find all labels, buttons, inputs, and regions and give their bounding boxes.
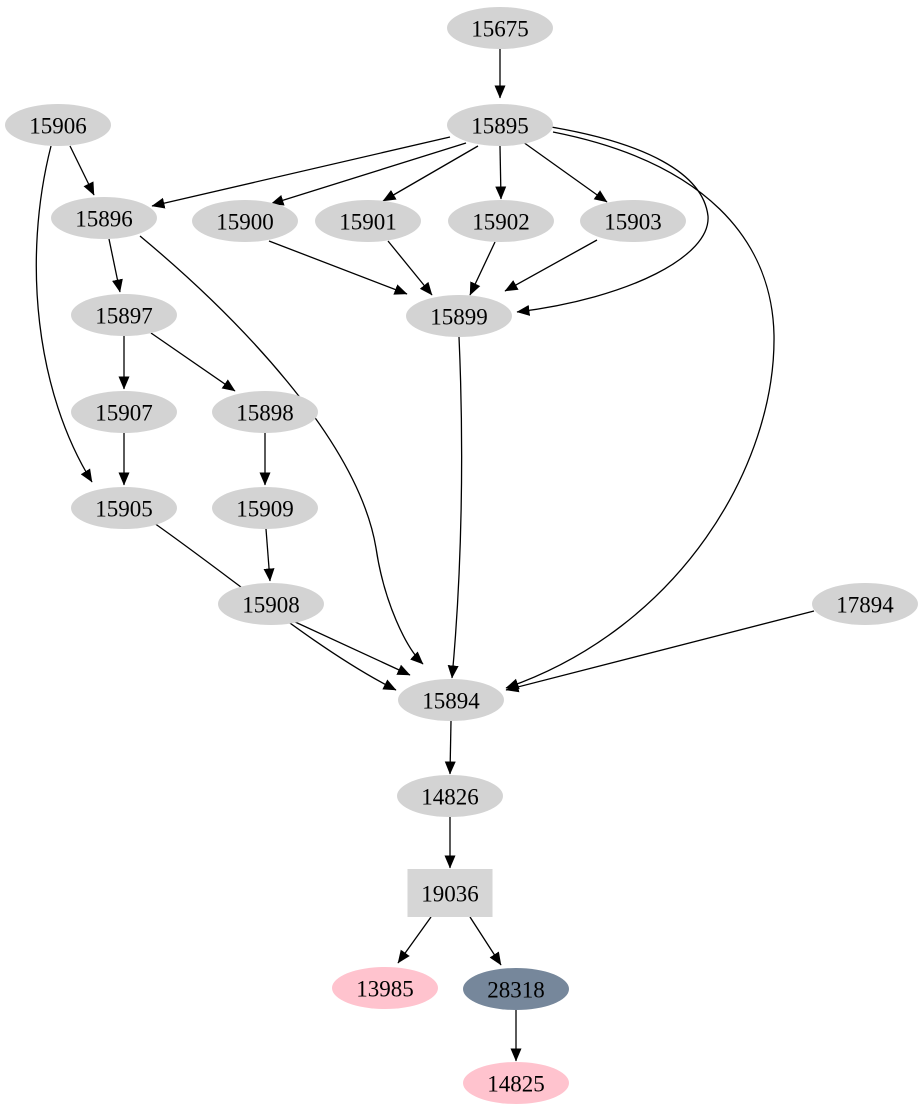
node-label: 15675: [471, 17, 529, 42]
node-15909: 15909: [212, 487, 318, 529]
edge-15896-15897: [108, 238, 123, 293]
node-label: 28318: [487, 978, 545, 1003]
edge-15902-15899: [469, 241, 496, 296]
node-ellipse-shape: [447, 7, 553, 49]
node-15899: 15899: [406, 295, 512, 337]
node-15900: 15900: [192, 200, 298, 242]
edge-15895-15903: [522, 141, 608, 203]
node-ellipse-shape: [71, 391, 177, 433]
node-label: 14825: [487, 1072, 545, 1097]
edge-15894-14826: [444, 720, 456, 775]
node-label: 15903: [604, 210, 662, 235]
edge-15896-15894: [139, 235, 424, 665]
node-label: 15908: [242, 593, 300, 618]
node-15898: 15898: [212, 391, 318, 433]
node-label: 15901: [339, 210, 397, 235]
edge-15901-15899: [387, 240, 433, 296]
node-15901: 15901: [315, 200, 421, 242]
edge-15900-15899: [268, 240, 408, 295]
edge-15903-15899: [504, 239, 598, 292]
node-ellipse-shape: [51, 197, 157, 239]
edge-15909-15908: [263, 528, 275, 582]
edge-15895-15896: [151, 136, 451, 209]
node-ellipse-shape: [397, 775, 503, 817]
node-15894: 15894: [398, 679, 504, 721]
node-17894: 17894: [812, 583, 918, 625]
node-ellipse-shape: [192, 200, 298, 242]
node-ellipse-shape: [463, 1062, 569, 1104]
node-28318: 28318: [463, 968, 569, 1010]
node-label: 14826: [421, 785, 479, 810]
node-ellipse-shape: [71, 487, 177, 529]
node-ellipse-shape: [218, 583, 324, 625]
node-ellipse-shape: [580, 200, 686, 242]
node-15908: 15908: [218, 583, 324, 625]
node-label: 13985: [356, 977, 414, 1002]
node-label: 15895: [471, 114, 529, 139]
node-15896: 15896: [51, 197, 157, 239]
edge-17894-15894: [505, 610, 815, 693]
edge-15895-15899: [516, 126, 709, 316]
node-ellipse-shape: [5, 104, 111, 146]
node-ellipse-shape: [212, 487, 318, 529]
edge-19036-28318: [469, 916, 502, 966]
node-label: 19036: [421, 882, 479, 907]
node-label: 15900: [216, 210, 274, 235]
node-label: 15898: [236, 401, 294, 426]
node-15895: 15895: [447, 104, 553, 146]
edge-15906-15905: [35, 145, 93, 483]
node-ellipse-shape: [448, 200, 554, 242]
node-ellipse-shape: [398, 679, 504, 721]
node-15902: 15902: [448, 200, 554, 242]
node-15906: 15906: [5, 104, 111, 146]
node-label: 15894: [422, 689, 480, 714]
node-15903: 15903: [580, 200, 686, 242]
node-label: 15896: [75, 207, 133, 232]
edge-15895-15894: [505, 131, 775, 690]
edge-15906-15896: [69, 145, 95, 196]
edge-15895-15902: [495, 145, 507, 200]
node-15905: 15905: [71, 487, 177, 529]
edge-15899-15894: [447, 336, 463, 679]
node-19036: 19036: [407, 869, 493, 917]
node-15675: 15675: [447, 7, 553, 49]
node-ellipse-shape: [315, 200, 421, 242]
node-13985: 13985: [332, 967, 438, 1009]
node-box-shape: [407, 869, 493, 917]
node-ellipse-shape: [812, 583, 918, 625]
node-14826: 14826: [397, 775, 503, 817]
node-ellipse-shape: [463, 968, 569, 1010]
node-ellipse-shape: [71, 294, 177, 336]
node-15907: 15907: [71, 391, 177, 433]
edge-15897-15898: [150, 332, 236, 392]
node-label: 15902: [472, 210, 530, 235]
node-ellipse-shape: [406, 295, 512, 337]
node-14825: 14825: [463, 1062, 569, 1104]
node-label: 15905: [95, 497, 153, 522]
node-label: 15899: [430, 305, 488, 330]
node-label: 15907: [95, 401, 153, 426]
edge-19036-13985: [397, 916, 432, 964]
node-ellipse-shape: [447, 104, 553, 146]
edge-15895-15900: [270, 142, 467, 206]
node-label: 17894: [836, 593, 894, 618]
node-ellipse-shape: [212, 391, 318, 433]
node-label: 15906: [29, 114, 87, 139]
node-label: 15909: [236, 497, 294, 522]
edge-15895-15901: [382, 145, 479, 202]
node-label: 15897: [95, 304, 153, 329]
edge-15908-15894: [292, 620, 411, 676]
node-15897: 15897: [71, 294, 177, 336]
node-ellipse-shape: [332, 967, 438, 1009]
